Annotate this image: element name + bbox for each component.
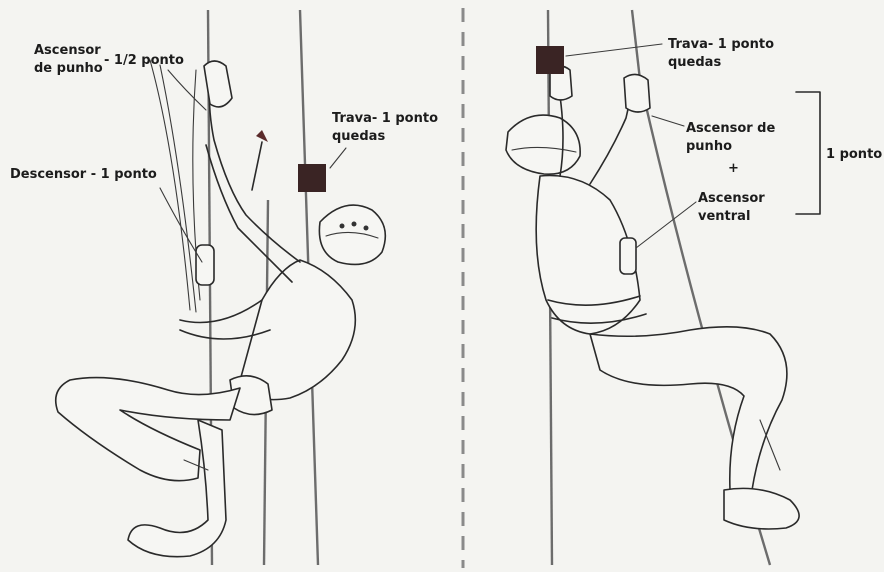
left-trava-marker: [298, 164, 326, 192]
right-ascensor-punho-line1: Ascensor de: [686, 121, 775, 136]
left-direction-arrow: [252, 142, 262, 190]
left-trava-pointer: [330, 148, 346, 168]
right-ascensor-punho-pointer: [652, 116, 684, 126]
right-ascensor-punho-line2: punho: [686, 139, 732, 154]
right-ventral-ascender: [620, 238, 636, 274]
left-ascensor-label-line2: de punho: [34, 61, 103, 76]
left-trava-label-line2: quedas: [332, 129, 385, 144]
right-trava-label-line2: quedas: [668, 55, 721, 70]
left-trava-label-line1: Trava- 1 ponto: [332, 111, 438, 126]
left-descensor-label: Descensor - 1 ponto: [10, 167, 157, 182]
left-ascensor-pointer: [168, 70, 206, 110]
left-ascensor-value: - 1/2 ponto: [104, 53, 184, 68]
left-arrow-head: [256, 130, 268, 142]
right-total-bracket: [796, 92, 820, 214]
left-descender-device: [196, 245, 214, 285]
left-ascensor-label-line1: Ascensor: [34, 43, 101, 58]
right-ascensor-ventral-line1: Ascensor: [698, 191, 765, 206]
right-trava-marker: [536, 46, 564, 74]
right-bracket-total-label: 1 ponto: [826, 147, 882, 162]
left-panel: Ascensor de punho - 1/2 ponto Descensor …: [10, 10, 438, 565]
right-ascender-hand: [624, 74, 650, 112]
right-ascensor-ventral-pointer: [636, 202, 696, 248]
right-foot: [724, 488, 799, 529]
right-plus-sign: +: [728, 161, 739, 176]
right-trava-pointer: [566, 44, 662, 56]
right-trava-label-line1: Trava- 1 ponto: [668, 37, 774, 52]
right-ascensor-ventral-line2: ventral: [698, 209, 750, 224]
right-panel: Trava- 1 ponto quedas Ascensor de punho …: [506, 10, 882, 565]
right-helmet: [506, 115, 580, 174]
right-main-rope-top: [632, 10, 640, 80]
right-leg: [590, 327, 787, 490]
